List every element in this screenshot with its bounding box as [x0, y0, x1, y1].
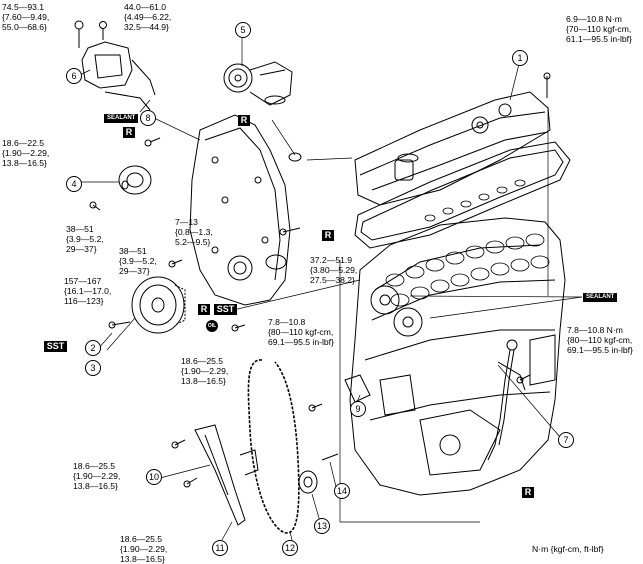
- spec-line: 44.0—61.0: [124, 2, 167, 12]
- spec-line: 13.8—16.5}: [73, 481, 118, 491]
- spec-line: 18.6—25.5: [181, 356, 224, 366]
- sealant-badge-block: SEALANT: [583, 293, 618, 302]
- spec-line: 13.8—16.5}: [181, 376, 226, 386]
- torque-spec-engine-mount-bolt: 74.5—93.1 {7.60—9.49, 55.0—68.6}: [2, 2, 49, 32]
- spec-line: 157—167: [64, 276, 102, 286]
- torque-spec-chain-guide-bolt: 18.6—25.5 {1.90—2.29, 13.8—16.5}: [73, 461, 120, 491]
- crankshaft-pulley-drawing: [131, 276, 186, 334]
- spec-line: 32.5—44.9}: [124, 22, 169, 32]
- callout-3: 3: [85, 360, 101, 376]
- callout-4: 4: [66, 176, 82, 192]
- torque-spec-engine-mount-nut: 44.0—61.0 {4.49—6.22, 32.5—44.9}: [124, 2, 171, 32]
- callout-1: 1: [512, 50, 528, 66]
- spec-line: 7.8—10.8: [268, 317, 306, 327]
- chain-guide-drawing: [194, 424, 259, 526]
- spec-line: 29—37}: [119, 266, 150, 276]
- spec-line: 74.5—93.1: [2, 2, 45, 12]
- spec-line: {0.8—1.3,: [175, 227, 213, 237]
- spec-line: 29—37}: [66, 244, 97, 254]
- spec-line: {7.60—9.49,: [2, 12, 50, 22]
- leader-lines: [79, 37, 583, 541]
- spec-line: {3.9—5.2,: [66, 234, 104, 244]
- spec-line: 7.8—10.8 N·m: [567, 325, 623, 335]
- spec-line: {3.9—5.2,: [119, 256, 157, 266]
- torque-spec-chain-cover-small-bolts: 7—13 {0.8—1.3, 5.2—9.5}: [175, 217, 213, 247]
- crankshaft-sprocket-drawing: [298, 453, 339, 494]
- spec-line: 37.2—51.9: [310, 255, 353, 265]
- spec-line: 18.6—22.5: [2, 138, 45, 148]
- torque-spec-chain-tensioner-bolts: 7.8—10.8 {80—110 kgf-cm, 69.1—95.5 in-lb…: [268, 317, 334, 347]
- torque-spec-dipstick-bolt: 7.8—10.8 N·m {80—110 kgf-cm, 69.1—95.5 i…: [567, 325, 633, 355]
- spec-line: {16.1—17.0,: [64, 286, 112, 296]
- sealant-badge-mount: SEALANT: [104, 114, 139, 123]
- spec-line: {80—110 kgf-cm,: [268, 327, 334, 337]
- callout-6: 6: [66, 68, 82, 84]
- reuse-badge-chain-cover-seal: R: [238, 115, 250, 126]
- callout-14: 14: [334, 483, 350, 499]
- spec-line: 116—123}: [64, 296, 104, 306]
- callout-12: 12: [282, 540, 298, 556]
- spec-line: 13.8—16.5}: [2, 158, 47, 168]
- spec-line: 27.5—38.2}: [310, 275, 355, 285]
- torque-spec-tensioner-arm-bolt: 18.6—25.5 {1.90—2.29, 13.8—16.5}: [120, 534, 167, 564]
- torque-spec-chain-cover-large-bolt: 37.2—51.9 {3.80—5.29, 27.5—38.2}: [310, 255, 357, 285]
- cylinder-head-cover-drawing: [354, 91, 551, 206]
- spec-line: 55.0—68.6}: [2, 22, 47, 32]
- oil-dipstick-drawing: [487, 339, 526, 461]
- spec-line: 18.6—25.5: [73, 461, 116, 471]
- chain-tensioner-drawing: [344, 374, 371, 403]
- timing-chain-drawing: [247, 359, 300, 534]
- callout-13: 13: [314, 518, 330, 534]
- callout-8: 8: [140, 110, 156, 126]
- torque-spec-idler-bolt: 18.6—22.5 {1.90—2.29, 13.8—16.5}: [2, 138, 49, 168]
- spec-line: {80—110 kgf-cm,: [567, 335, 633, 345]
- callout-9: 9: [350, 401, 366, 417]
- idler-pulley-drawing: [118, 137, 161, 195]
- reuse-badge-oil-seal: R: [198, 304, 210, 315]
- spec-line: 6.9—10.8 N·m: [566, 14, 622, 24]
- spec-line: {1.90—2.29,: [120, 544, 168, 554]
- torque-spec-cover-bolts: 6.9—10.8 N·m {70—110 kgf-cm, 61.1—95.5 i…: [566, 14, 632, 44]
- spec-line: 13.8—16.5}: [120, 554, 165, 564]
- engine-mount-drawing: [74, 20, 156, 111]
- spec-line: 5.2—9.5}: [175, 237, 211, 247]
- reuse-badge-gasket: R: [322, 230, 334, 241]
- spec-line: {70—110 kgf-cm,: [566, 24, 632, 34]
- torque-spec-oil-pump-bolt: 18.6—25.5 {1.90—2.29, 13.8—16.5}: [181, 356, 228, 386]
- callout-2: 2: [85, 340, 101, 356]
- spec-line: {1.90—2.29,: [2, 148, 50, 158]
- spec-line: 18.6—25.5: [120, 534, 163, 544]
- torque-spec-chain-cover-bolts: 38—51 {3.9—5.2, 29—37}: [119, 246, 157, 276]
- sst-badge-crank-bolt: SST: [44, 341, 67, 352]
- reuse-badge-dipstick: R: [522, 487, 534, 498]
- spec-line: {1.90—2.29,: [73, 471, 121, 481]
- spec-line: {4.49—6.22,: [124, 12, 172, 22]
- spec-line: 69.1—95.5 in-lbf}: [567, 345, 633, 355]
- cover-gasket-drawing: [354, 141, 571, 249]
- auto-tensioner-drawing: [223, 61, 293, 106]
- spec-line: 69.1—95.5 in-lbf}: [268, 337, 334, 347]
- spec-line: {1.90—2.29,: [181, 366, 229, 376]
- callout-10: 10: [146, 469, 162, 485]
- callout-5: 5: [235, 22, 251, 38]
- spec-line: 61.1—95.5 in-lbf}: [566, 34, 632, 44]
- reuse-badge-idler: R: [123, 127, 135, 138]
- spec-line: 7—13: [175, 217, 198, 227]
- units-legend: N·m {kgf-cm, ft-lbf}: [532, 544, 604, 554]
- sst-badge-oil-seal: SST: [214, 304, 237, 315]
- torque-spec-idler-pulley-bolt: 38—51 {3.9—5.2, 29—37}: [66, 224, 104, 254]
- timing-chain-cover-drawing: [189, 114, 302, 306]
- spec-line: {3.80—5.29,: [310, 265, 358, 275]
- callout-11: 11: [212, 540, 228, 556]
- oil-application-icon: OIL: [206, 320, 218, 332]
- engine-block-drawing: [349, 217, 566, 496]
- callout-7: 7: [558, 432, 574, 448]
- spec-line: 38—51: [66, 224, 94, 234]
- spec-line: 38—51: [119, 246, 147, 256]
- torque-spec-crankshaft-pulley-bolt: 157—167 {16.1—17.0, 116—123}: [64, 276, 111, 306]
